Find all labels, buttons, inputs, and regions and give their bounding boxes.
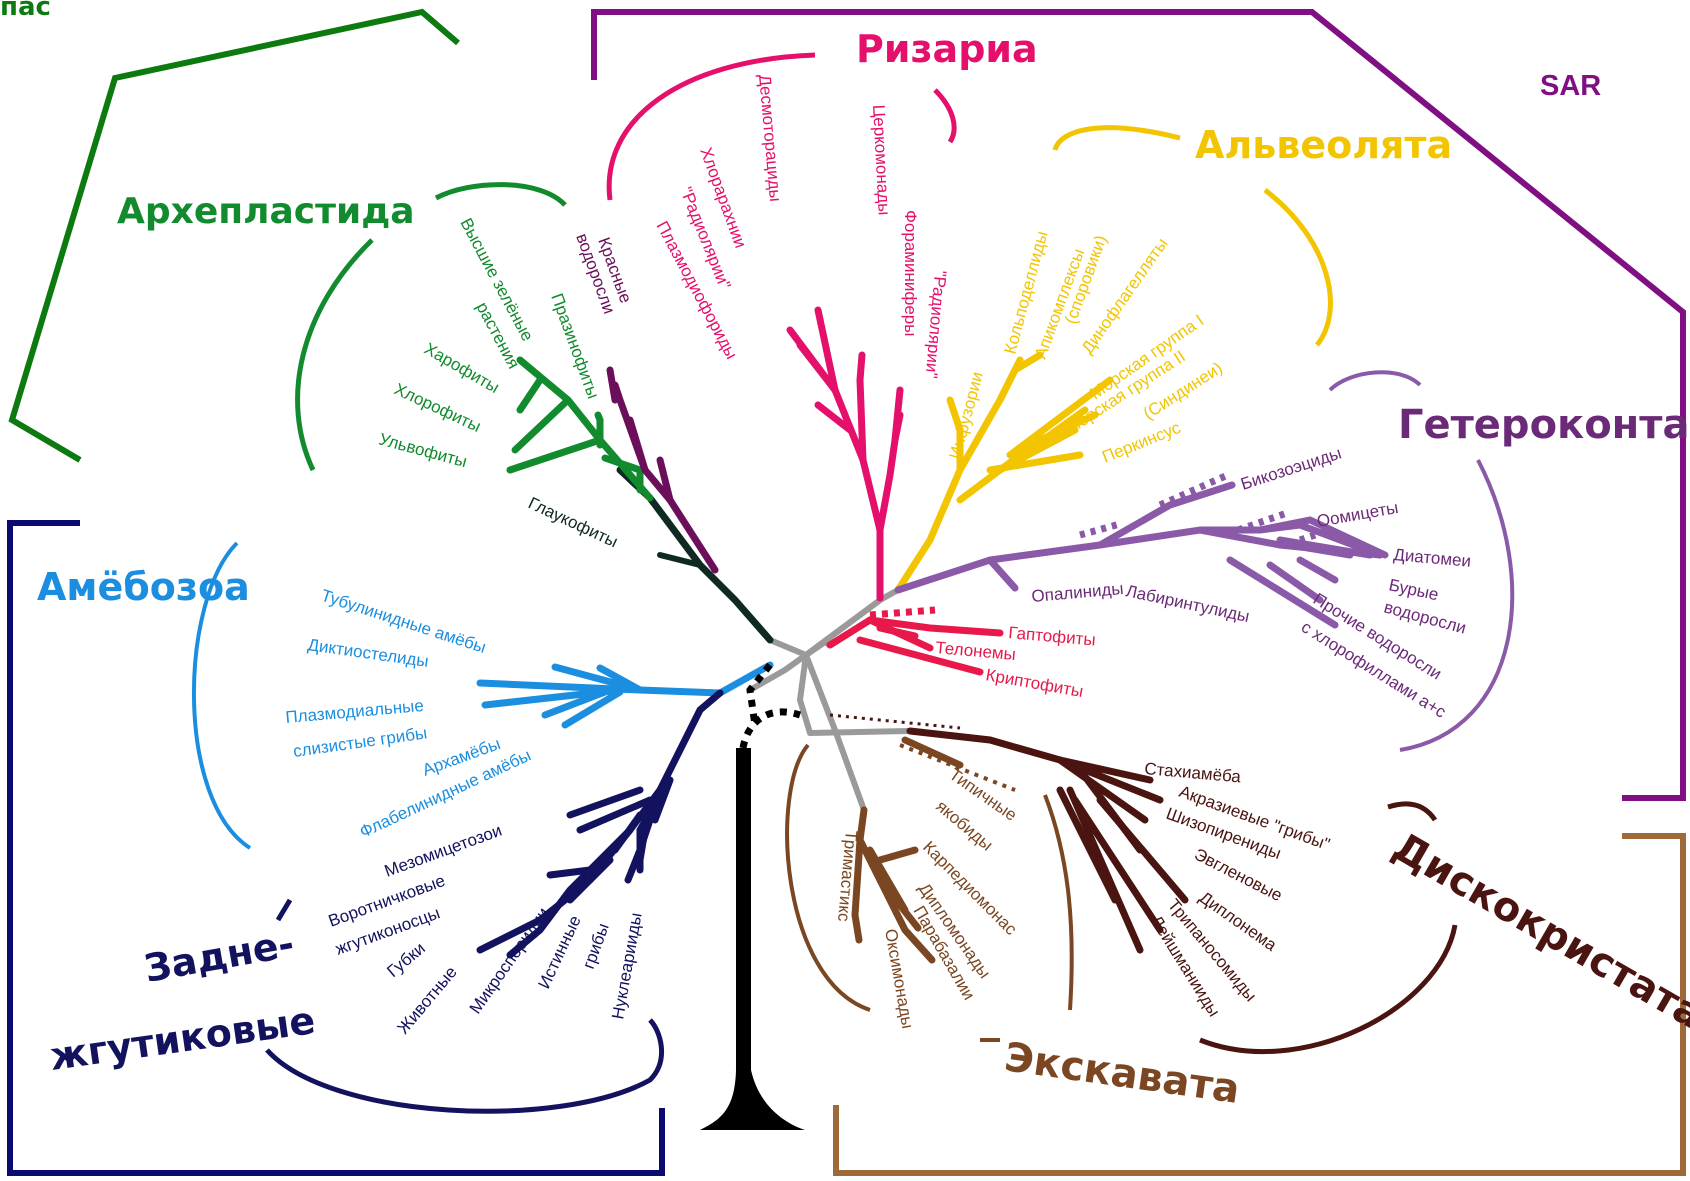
amoebozoa-arc (192, 541, 252, 850)
taxon-microsporidia: Микроспоридии (466, 904, 553, 1017)
excavata-label: Экскавата (1002, 1034, 1243, 1113)
sar-label: SAR (1540, 70, 1601, 102)
rhizaria-label: Ризариа (856, 27, 1038, 71)
discicristata-branches (906, 727, 1189, 954)
sar-frame (591, 9, 1686, 801)
taxon-opalinids: Опалиниды (1031, 579, 1125, 606)
taxon-brown-algae-2: водоросли (1382, 598, 1468, 638)
amoebozoa-branches (476, 661, 774, 729)
heterokonta-branches (894, 481, 1389, 629)
archaeplastida-frame (8, 8, 460, 463)
taxon-desmothoracids: Десмоторациды (755, 74, 785, 203)
heterokonta-dotted-branches (1079, 470, 1332, 544)
excavata-arc (785, 743, 1074, 1042)
excavata-branches (851, 736, 964, 964)
taxon-cryptophytes: Криптофиты (984, 665, 1084, 701)
taxon-ulvophytes: Ульвофиты (377, 430, 469, 472)
taxon-mesomycetozoa: Мезомицетозои (382, 821, 505, 881)
taxon-plasmodial-1: Плазмодиальные (285, 696, 425, 727)
alveolata-branches (894, 351, 1114, 594)
discicristata-dotted-branch (829, 713, 961, 730)
archaeplastida-corner-label: пас (0, 0, 51, 22)
taxon-chlorophytes: Хлорофиты (391, 379, 484, 436)
opisthokonta-label-line2: жгутиковые (47, 998, 318, 1079)
taxon-prasinophytes: Празинофиты (547, 291, 603, 401)
discicristata-arc (1199, 801, 1458, 1055)
opisthokonta-amoebozoa-frame (7, 520, 665, 1176)
taxon-plasmodial-2: слизистые грибы (292, 723, 428, 761)
excavata-dotted-branch (899, 743, 1016, 792)
taxon-foraminifera: Фораминиферы (901, 210, 920, 336)
archaeplastida-branches (506, 356, 774, 644)
taxon-perkinsus: Перкинсус (1099, 418, 1183, 467)
taxon-diatoms: Диатомеи (1393, 545, 1472, 571)
opisthokonta-label-line1: Задне- (141, 921, 297, 991)
taxon-bicosoecids: Бикозоэциды (1238, 443, 1343, 493)
alveolata-arc (1052, 125, 1333, 347)
taxon-cercomonads: Церкомонады (869, 104, 894, 216)
taxon-oomycetes: Оомицеты (1315, 498, 1399, 531)
amoebozoa-label: Амёбозоа (37, 565, 250, 609)
taxon-glaucophytes: Глаукофиты (525, 493, 621, 551)
taxon-haptophytes: Гаптофиты (1008, 623, 1097, 650)
heterokonta-label: Гетероконта (1398, 402, 1689, 448)
alveolata-label: Альвеолята (1195, 123, 1452, 167)
opisthokonta-arc (265, 1018, 665, 1114)
taxon-dictyostelids: Диктиостелиды (306, 635, 429, 671)
taxon-charophytes: Харофиты (421, 339, 503, 397)
taxon-sponges: Губки (383, 939, 428, 981)
taxon-labyrinthulids: Лабиринтулиды (1124, 581, 1251, 626)
central-stem (747, 587, 913, 813)
taxon-radiolaria-b: "Радиолярии" (922, 270, 950, 380)
rhizaria-arc (606, 52, 957, 201)
hacrobia-dotted-branch (869, 606, 936, 619)
rhizaria-branches (786, 306, 904, 602)
archaeplastida-label: Архепластида (117, 191, 415, 232)
discicristata-label: Дискокристата (1385, 824, 1690, 1039)
opisthokonta-branches (476, 689, 724, 959)
excavata-frame (833, 833, 1686, 1176)
archaeplastida-arc (295, 182, 567, 472)
taxon-stachyamoeba: Стахиамёба (1144, 759, 1243, 786)
hacrobia-branches (826, 616, 1004, 676)
opisthokonta-dotted-link (746, 662, 773, 726)
heterokonta-arc (1328, 370, 1515, 752)
opisthokonta-arc-tick (275, 898, 293, 922)
taxon-nucleariids: Нуклеарииды (608, 911, 645, 1020)
taxon-true-fungi-2: грибы (579, 921, 613, 972)
